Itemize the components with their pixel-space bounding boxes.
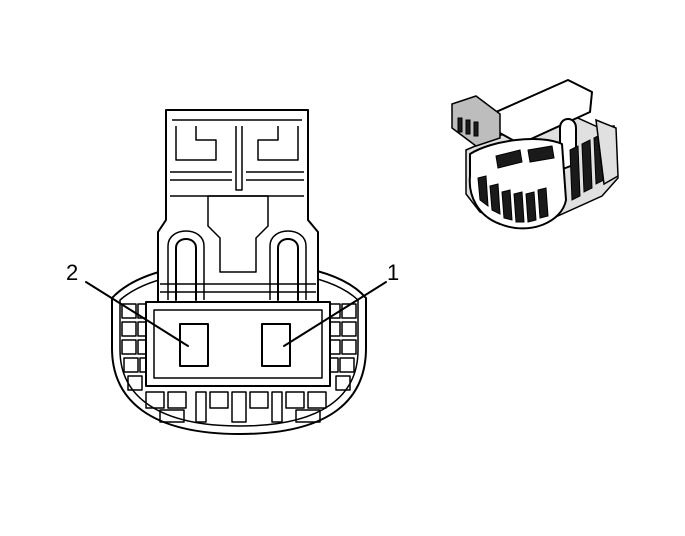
- connector-housing-top: [157, 109, 319, 303]
- connector-face-view: 2 1: [66, 109, 399, 435]
- terminal-guide-left: [175, 238, 197, 301]
- terminal-cavity-inner: [153, 309, 323, 379]
- iso-end-block: [595, 118, 619, 186]
- pin-label-2: 2: [66, 260, 78, 285]
- connector-isometric-view: [451, 79, 619, 230]
- locking-tab: [170, 119, 304, 197]
- terminal-guide-right-outer: [269, 230, 307, 300]
- pin-cavity-1: [261, 323, 291, 367]
- terminal-guide-left-outer: [167, 230, 205, 300]
- shell-bottom-grid: [145, 391, 327, 423]
- iso-front-ribs: [477, 175, 549, 223]
- iso-lock-tab-slots: [457, 117, 479, 137]
- terminal-guide-right: [277, 238, 299, 301]
- leader-line-1: [283, 281, 387, 347]
- pin-label-1: 1: [387, 260, 399, 285]
- pin-cavity-2: [179, 323, 209, 367]
- terminal-cavity-frame: [145, 301, 331, 387]
- iso-top-slots: [495, 145, 555, 169]
- iso-lock-tab: [451, 95, 501, 147]
- center-latch: [207, 195, 269, 273]
- leader-line-2: [85, 281, 189, 347]
